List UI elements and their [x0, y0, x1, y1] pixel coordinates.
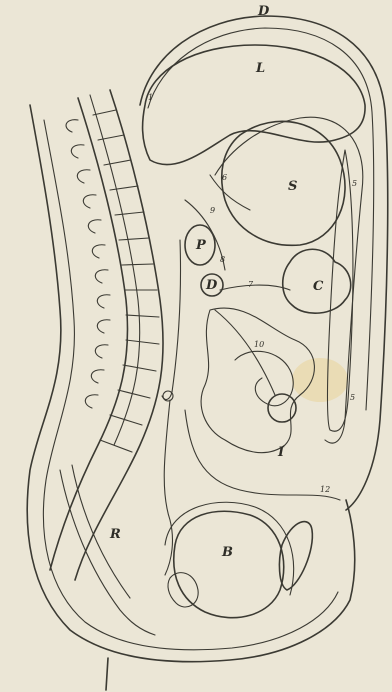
- label-liver: L: [255, 61, 265, 76]
- sacrum-inner: [72, 465, 130, 598]
- label-n12: 12: [320, 485, 330, 494]
- label-top-d: D: [257, 4, 270, 19]
- label-n8: 8: [220, 255, 225, 264]
- liver: [143, 45, 366, 165]
- bladder: [174, 511, 284, 617]
- perineum-tick: [106, 658, 108, 690]
- label-duodenum: D: [205, 278, 218, 293]
- label-n1: 1: [148, 93, 153, 102]
- spinal-cord: [90, 95, 140, 445]
- label-n9: 9: [210, 206, 215, 215]
- mesentery-line-3: [210, 175, 250, 210]
- label-n7: 7: [248, 280, 254, 289]
- label-n6: 6: [222, 173, 227, 182]
- peritoneum-lower: [185, 410, 340, 500]
- label-stomach: S: [288, 179, 297, 194]
- label-bladder: B: [221, 545, 233, 560]
- stain-mark: [292, 358, 348, 402]
- label-pancreas: P: [195, 238, 207, 253]
- vessel-line: [162, 240, 181, 399]
- diaphragm-arch: [140, 16, 388, 510]
- mesentery-line-1: [220, 285, 290, 290]
- rectum-wall: [164, 400, 172, 575]
- diaphragm-arch-inner: [148, 28, 374, 410]
- label-n10: 10: [254, 340, 264, 349]
- sacrum: [60, 470, 155, 635]
- intestine-loop-end: [268, 394, 296, 422]
- vertebrae-segments: [93, 110, 159, 452]
- label-intestine: I: [277, 445, 285, 460]
- small-intestine-loop: [235, 351, 293, 405]
- spine-front: [75, 90, 163, 580]
- stomach: [222, 121, 345, 245]
- prostate: [168, 573, 198, 607]
- label-colon: C: [313, 279, 324, 294]
- label-rectum: R: [109, 527, 121, 542]
- label-n5b: 5: [350, 393, 355, 402]
- label-n5a: 5: [352, 179, 357, 188]
- mesentery-line-2: [185, 200, 225, 270]
